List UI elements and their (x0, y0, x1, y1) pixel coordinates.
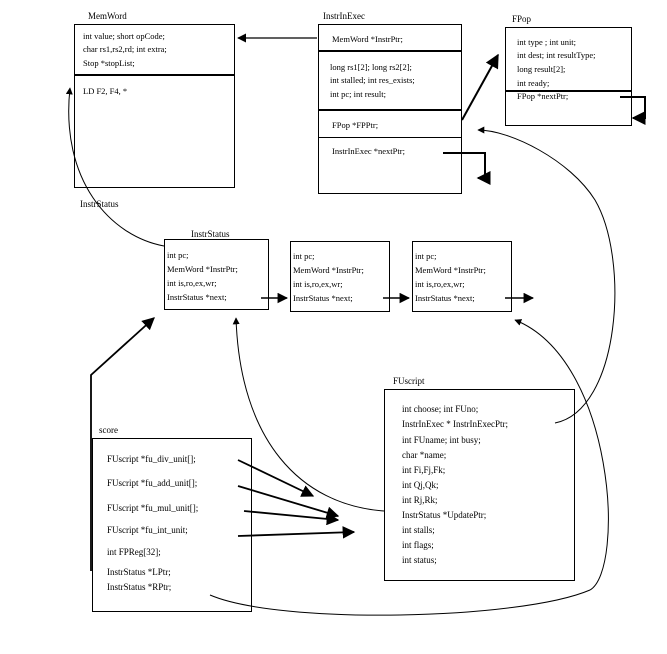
fuscript-field: int stalls; (402, 525, 435, 535)
fpop-field: int ready; (517, 78, 550, 88)
instrstatus-title: InstrStatus (191, 229, 230, 239)
instrinexec-header: MemWord *InstrPtr; (332, 34, 403, 44)
score-field: FUscript *fu_mul_unit[]; (107, 503, 199, 513)
fuscript-field: char *name; (402, 450, 447, 460)
instrstatus-field: int is,ro,ex,wr; (167, 278, 217, 288)
updateptr-arrow (232, 317, 385, 512)
instrinexec-box: MemWord *InstrPtr; long rs1[2]; long rs2… (318, 24, 462, 194)
fuscript-field: InstrStatus *UpdatePtr; (402, 510, 487, 520)
memword-divider (75, 74, 234, 76)
fpop-field: int type ; int unit; (517, 37, 577, 47)
instrinexec-field: long rs1[2]; long rs2[2]; (330, 62, 412, 72)
rptr-arrow (209, 319, 609, 616)
instrstatus-node: int pc; MemWord *InstrPtr; int is,ro,ex,… (290, 241, 390, 312)
score-box: FUscript *fu_div_unit[]; FUscript *fu_ad… (92, 438, 252, 612)
instrinexec-field: int pc; int result; (330, 89, 386, 99)
fuscript-title: FUscript (393, 376, 425, 386)
fu-add-arrow (237, 485, 340, 519)
memword-box: int value; short opCode; char rs1,rs2,rd… (74, 24, 235, 188)
score-field: FUscript *fu_div_unit[]; (107, 454, 196, 464)
memword-field: Stop *stopList; (83, 58, 135, 68)
fu-div-arrow (237, 459, 315, 497)
fpop-next: FPop *nextPtr; (517, 91, 569, 101)
fuscript-field: int Qj,Qk; (402, 480, 439, 490)
instrstatus-field: int is,ro,ex,wr; (415, 279, 465, 289)
fpop-field: int dest; int resultType; (517, 50, 596, 60)
instrstatus-field: InstrStatus *next; (293, 293, 353, 303)
fuscript-field: int Rj,Rk; (402, 495, 438, 505)
fpop-next-arrow (620, 96, 646, 125)
instrinexec-next-arrow (443, 152, 491, 185)
fpop-box: int type ; int unit; int dest; int resul… (505, 27, 632, 126)
fuscript-field: int flags; (402, 540, 434, 550)
instrinexec-divider (319, 109, 461, 111)
fuscript-field: int Fi,Fj,Fk; (402, 465, 446, 475)
instrstatus-field: InstrStatus *next; (415, 293, 475, 303)
memword-title: MemWord (88, 11, 127, 21)
instrstatus-field: int pc; (293, 251, 315, 261)
score-field: InstrStatus *LPtr; (107, 567, 171, 577)
fpop-title: FPop (512, 14, 532, 24)
instrstatus-field: int pc; (415, 251, 437, 261)
score-field: FUscript *fu_add_unit[]; (107, 478, 198, 488)
score-field: InstrStatus *RPtr; (107, 582, 172, 592)
fuscript-box: int choose; int FUno; InstrInExec * Inst… (384, 389, 575, 581)
instrstatus-field: MemWord *InstrPtr; (415, 265, 486, 275)
memword-field: int value; short opCode; (83, 31, 165, 41)
score-field: int FPReg[32]; (107, 547, 161, 557)
fuscript-field: InstrInExec * InstrInExecPtr; (402, 419, 508, 429)
memword-stoplist-curve (65, 87, 165, 247)
instrinexec-fpptr: FPop *FPPtr; (332, 120, 379, 130)
fu-int-arrow (237, 526, 356, 539)
instrinexec-divider (319, 50, 461, 52)
instrstatus-field: int is,ro,ex,wr; (293, 279, 343, 289)
fuscript-field: int FUname; int busy; (402, 435, 481, 445)
fpop-field: long result[2]; (517, 64, 566, 74)
instrinexec-divider (319, 137, 461, 138)
instrstatus-node: int pc; MemWord *InstrPtr; int is,ro,ex,… (164, 239, 269, 310)
instrinexec-title: InstrInExec (323, 11, 365, 21)
score-field: FUscript *fu_int_unit; (107, 525, 188, 535)
fuscript-field: int choose; int FUno; (402, 404, 479, 414)
instrstatus-side-label: InstrStatus (80, 199, 119, 209)
instrstatus-field: MemWord *InstrPtr; (167, 264, 238, 274)
fpop-divider (506, 90, 631, 92)
memword-field: char rs1,rs2,rd; int extra; (83, 44, 167, 54)
instrstatus-node: int pc; MemWord *InstrPtr; int is,ro,ex,… (412, 241, 512, 312)
fpptr-arrow (461, 53, 499, 121)
fuscript-field: int status; (402, 555, 437, 565)
instrstatus-field: MemWord *InstrPtr; (293, 265, 364, 275)
memword-example: LD F2, F4, * (83, 86, 128, 96)
instrinexec-next: InstrInExec *nextPtr; (332, 146, 405, 156)
instrstatus-field: int pc; (167, 250, 189, 260)
lptr-arrow (90, 317, 155, 571)
fu-mul-arrow (243, 510, 340, 526)
instrinexecptr-arrow (477, 126, 616, 424)
score-title: score (99, 425, 118, 435)
instrstatus-field: InstrStatus *next; (167, 292, 227, 302)
instrinexec-field: int stalled; int res_exists; (330, 75, 415, 85)
